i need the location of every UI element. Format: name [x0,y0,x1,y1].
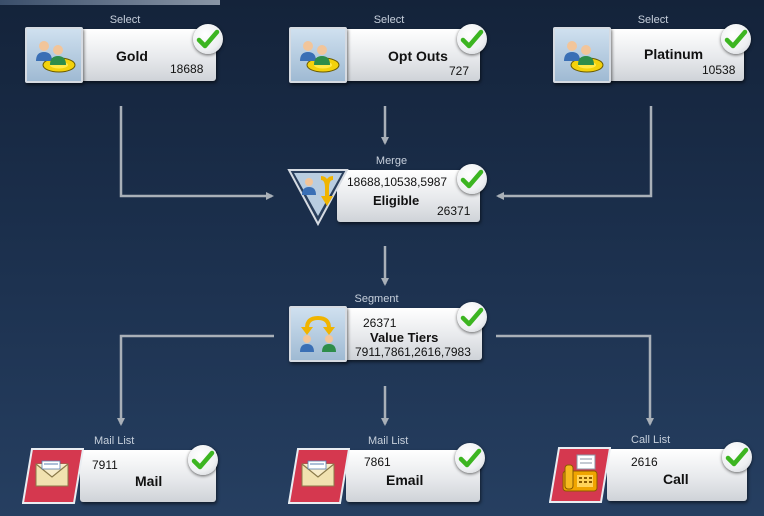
node-call-list-call[interactable]: Call List 2616 Call [549,434,752,507]
node-count: 26371 [437,204,471,218]
node-name: Mail [135,473,163,489]
node-caption: Select [109,14,141,26]
node-count: 727 [449,64,470,78]
segment-input: 26371 [363,316,397,330]
envelope-icon [22,448,84,504]
checkmark-icon [188,445,218,475]
node-opt-outs[interactable]: Select Opt Outs 727 [289,14,489,87]
node-name: Platinum [644,46,704,62]
connector-gold-merge [119,106,274,200]
node-count: 10538 [702,63,736,77]
node-count: 7861 [364,455,391,469]
node-caption: Segment [354,293,399,305]
telephone-icon [549,447,611,503]
node-platinum[interactable]: Select Platinum 10538 [553,14,753,87]
node-name: Opt Outs [388,48,448,64]
connector-platinum-merge [496,106,653,200]
node-merge-eligible[interactable]: Merge 18688,10538,5987 Eligible 26371 [287,155,494,228]
checkmark-icon [457,164,487,194]
node-mail-list-mail[interactable]: Mail List 7911 Mail [22,435,222,508]
checkmark-icon [722,442,752,472]
connector-segment-mail [117,334,274,426]
segment-outputs: 7911,7861,2616,7983 [355,345,471,359]
node-caption: Mail List [368,435,409,447]
node-caption: Mail List [94,435,135,447]
node-name: Call [663,471,689,487]
users-select-icon [25,27,83,83]
users-select-icon [553,27,611,83]
checkmark-icon [193,24,223,54]
node-name: Gold [116,48,148,64]
node-name: Eligible [373,193,420,208]
node-count: 2616 [631,455,658,469]
users-select-icon [289,27,347,83]
top-strip [0,0,220,5]
node-name: Value Tiers [370,330,439,345]
checkmark-icon [455,443,485,473]
node-caption: Call List [631,434,671,446]
node-caption: Merge [375,155,408,167]
node-segment-value-tiers[interactable]: Segment 26371 Value Tiers 7911,7861,2616… [289,293,494,366]
checkmark-icon [457,302,487,332]
segment-split-icon [289,306,347,362]
node-card[interactable] [337,170,480,222]
merge-icon [287,169,349,226]
node-caption: Select [637,14,669,26]
checkmark-icon [721,24,751,54]
node-gold[interactable]: Select Gold 18688 [25,14,225,87]
node-caption: Select [373,14,405,26]
envelope-icon [288,448,350,504]
node-mail-list-email[interactable]: Mail List 7861 Email [288,435,488,508]
node-count: 7911 [92,458,118,472]
checkmark-icon [457,24,487,54]
connector-segment-call [496,334,654,426]
node-count: 18688 [170,62,204,76]
node-name: Email [386,472,424,488]
merge-inputs: 18688,10538,5987 [347,175,448,189]
